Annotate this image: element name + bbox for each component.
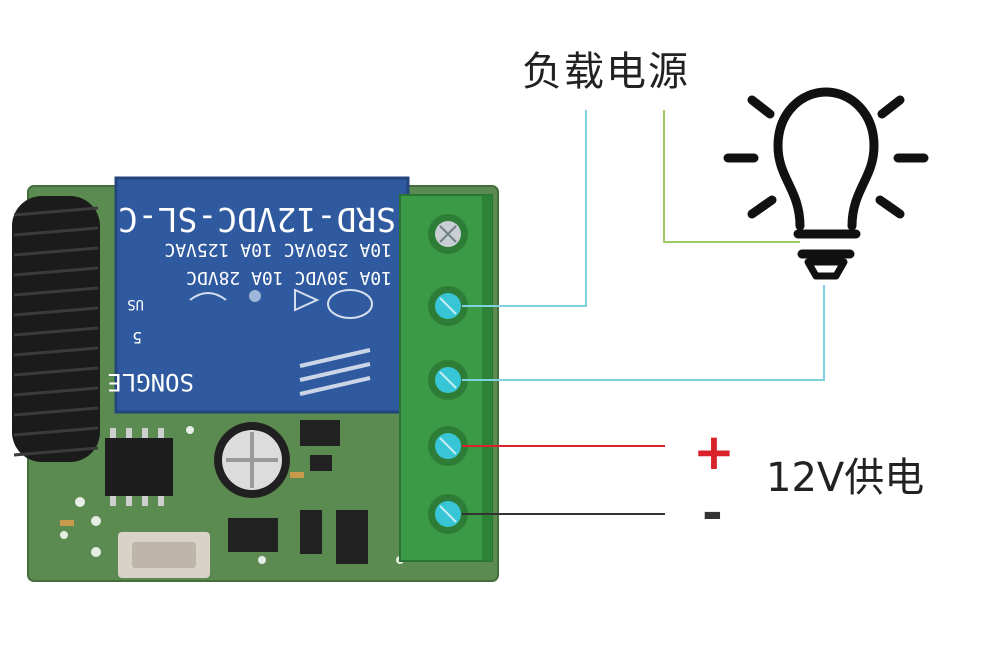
relay-ul-number: 5	[132, 328, 142, 347]
relay-model-text: SRD-12VDC-SL-C	[118, 200, 396, 239]
smd-components	[228, 420, 368, 564]
positive-label: +	[693, 423, 735, 481]
relay-brand-text: SONGLE	[107, 368, 194, 396]
bulb-supply-wire	[663, 110, 800, 243]
bulb-return-wire	[462, 285, 825, 381]
terminal-screws	[428, 214, 468, 534]
antenna-coil	[12, 196, 100, 462]
light-bulb-icon	[723, 87, 929, 280]
load-power-wire	[462, 110, 587, 307]
relay-rating-1: 10A 250VAC 10A 125VAC	[164, 239, 392, 260]
relay: SRD-12VDC-SL-C 10A 250VAC 10A 125VAC 10A…	[107, 176, 410, 414]
pcb-push-button	[118, 532, 210, 578]
relay-rating-2: 10A 30VDC 10A 28VDC	[186, 267, 392, 288]
load-wires	[462, 110, 825, 381]
load-power-label: 负载电源	[522, 49, 690, 95]
negative-label: -	[702, 484, 723, 542]
power-12v-label: 12V供电	[766, 455, 925, 501]
capacitor	[214, 422, 290, 498]
ic-chip	[105, 428, 173, 506]
terminal-block	[399, 194, 493, 562]
relay-ul-text: US	[127, 296, 144, 312]
